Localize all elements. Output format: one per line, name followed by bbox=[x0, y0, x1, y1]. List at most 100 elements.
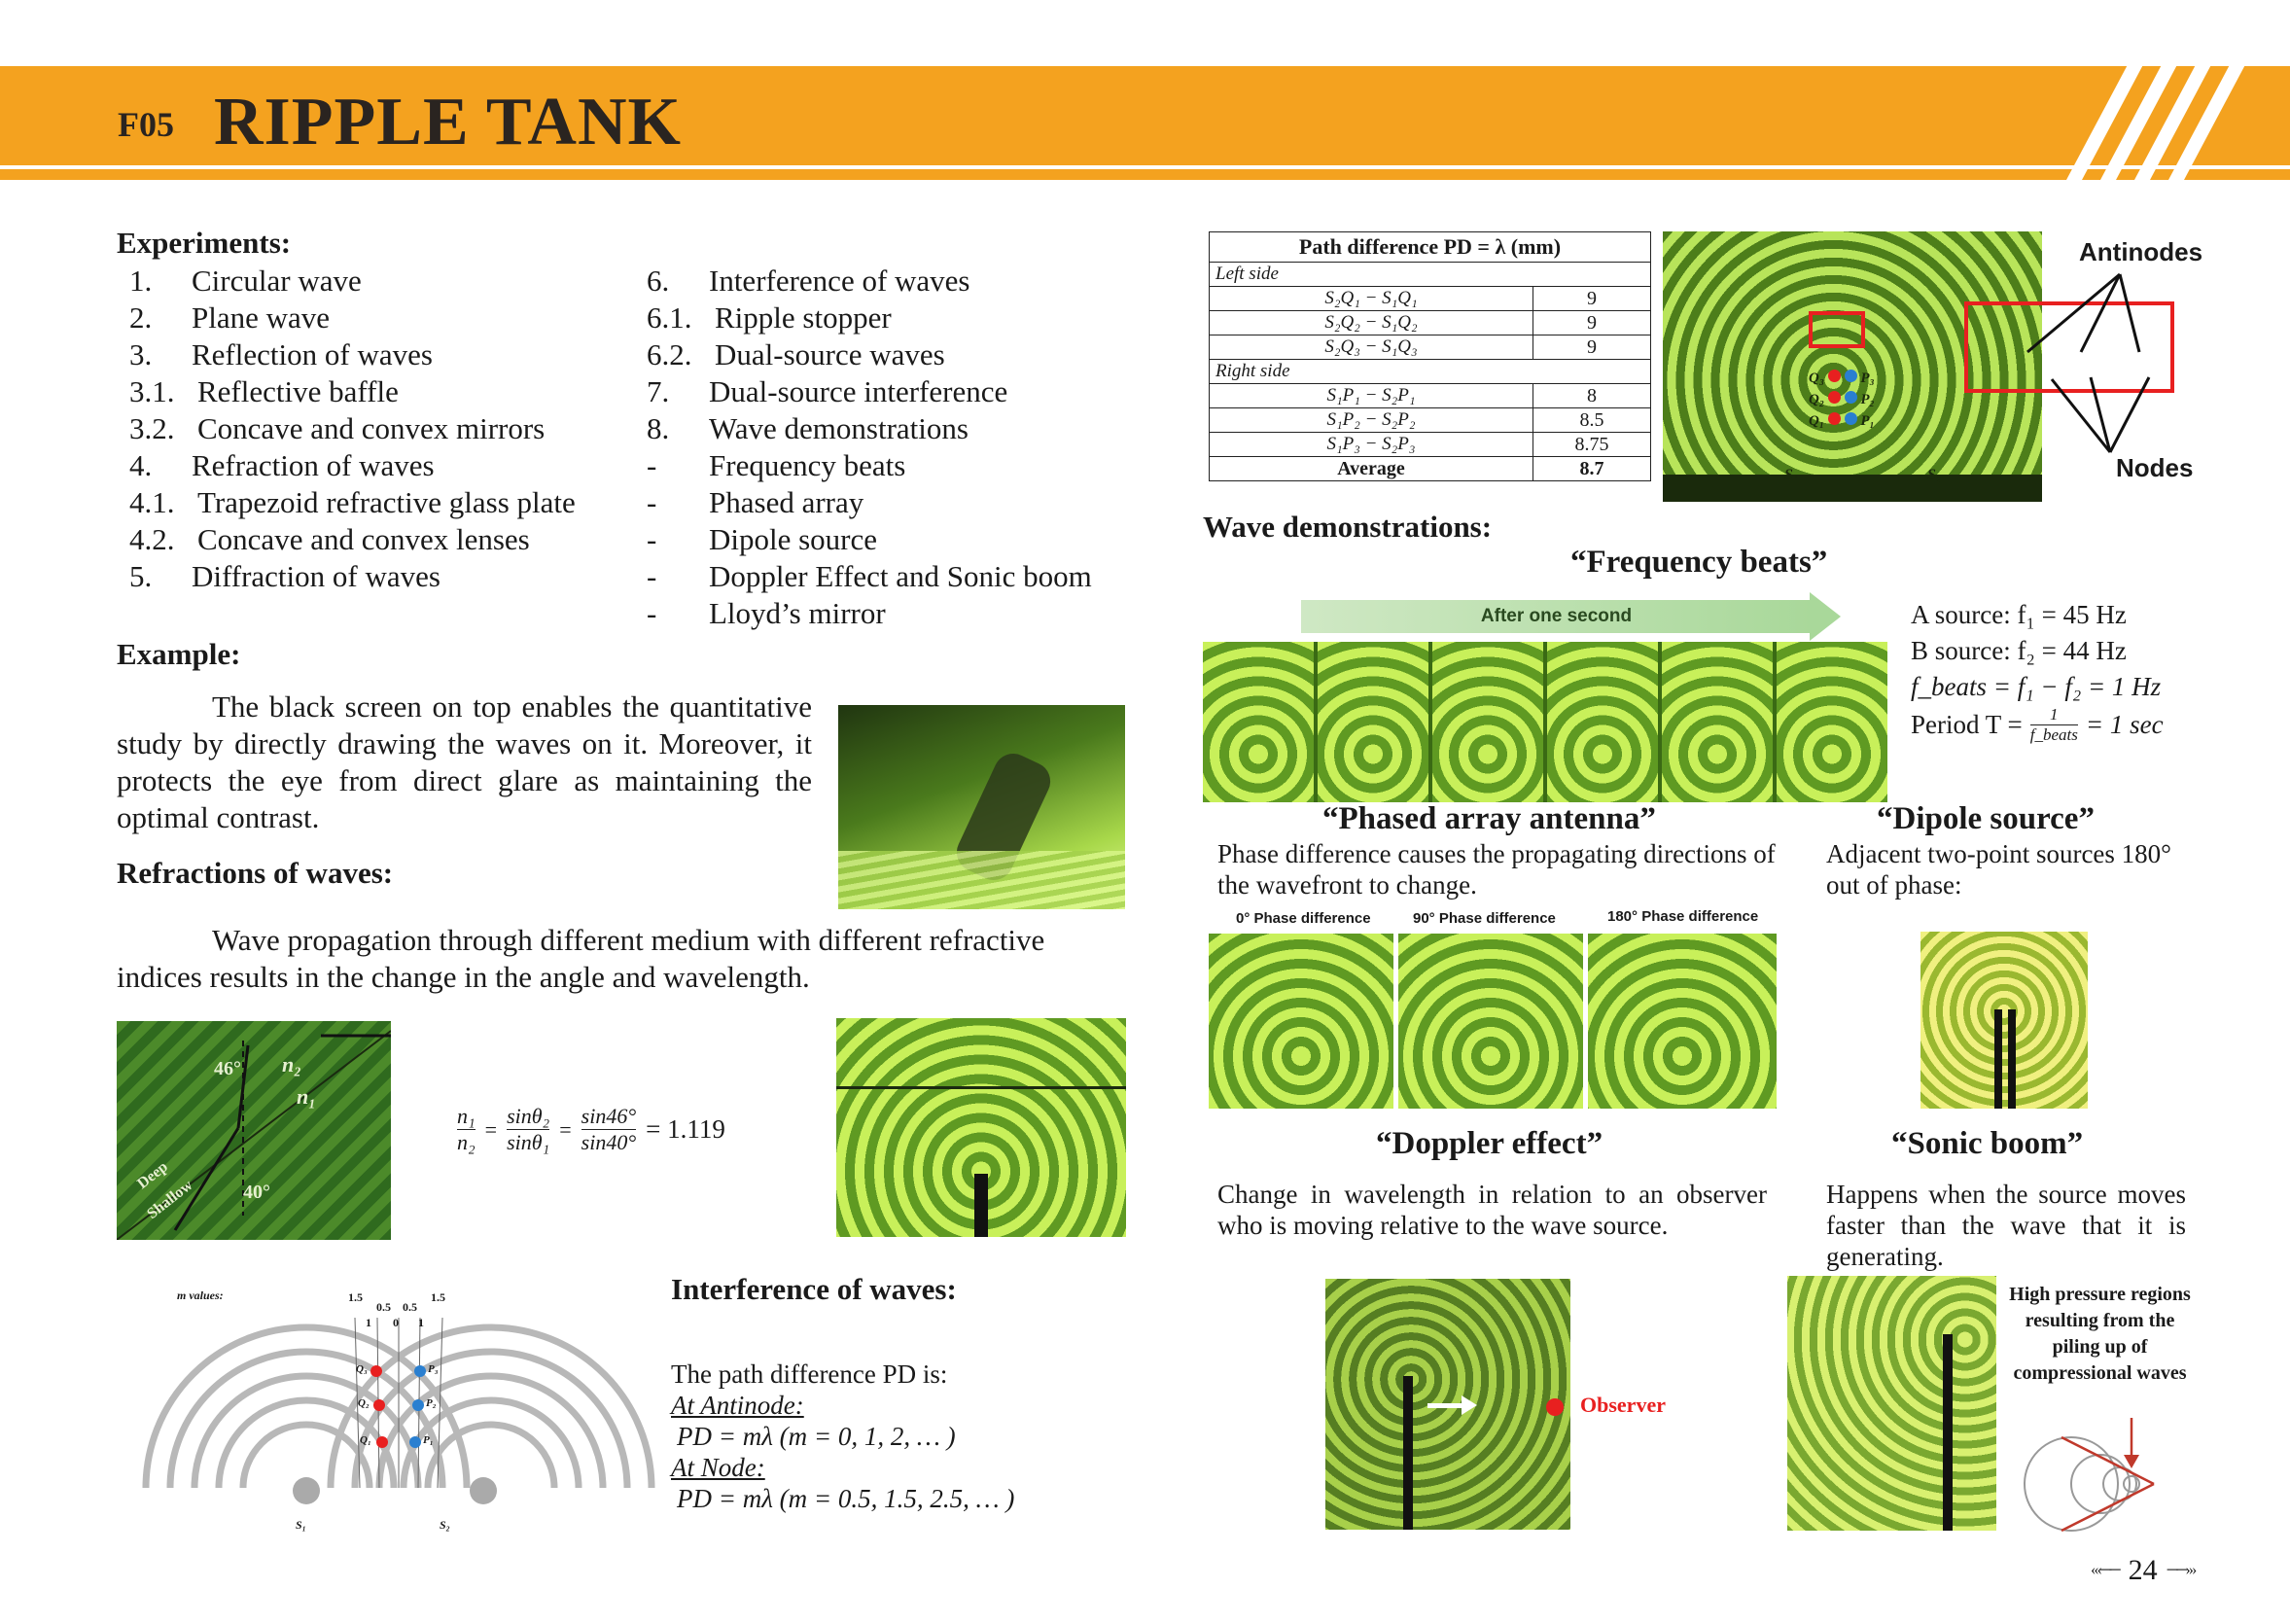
experiment-label: Concave and convex lenses bbox=[197, 522, 530, 556]
beats-period-rhs: = 1 sec bbox=[2085, 710, 2164, 739]
experiment-label: Wave demonstrations bbox=[709, 411, 969, 445]
refraction-heading: Refractions of waves: bbox=[117, 856, 394, 890]
refraction-ripple-photo bbox=[836, 1018, 1126, 1237]
beats-title: “Frequency beats” bbox=[1570, 545, 1828, 580]
experiment-number: 5. bbox=[129, 559, 153, 593]
experiment-number: 6. bbox=[647, 264, 670, 298]
doppler-text: Change in wavelength in relation to an o… bbox=[1217, 1180, 1767, 1240]
m-values-label: m values: bbox=[177, 1289, 224, 1302]
tank-q3: Q₃ bbox=[1809, 371, 1825, 386]
formula-result: = 1.119 bbox=[646, 1114, 725, 1144]
experiment-label: Concave and convex mirrors bbox=[197, 411, 546, 445]
n2-label: n₂ bbox=[282, 1052, 301, 1077]
experiment-label: Trapezoid refractive glass plate bbox=[197, 485, 576, 519]
nodes-label: Nodes bbox=[2116, 453, 2194, 482]
phase-label-90: 90° Phase difference bbox=[1413, 910, 1556, 927]
angle-40-label: 40° bbox=[243, 1182, 270, 1203]
experiment-item: 7.Dual-source interference bbox=[647, 373, 1092, 410]
node-label: At Node: bbox=[671, 1453, 765, 1482]
beats-arrow: After one second bbox=[1301, 592, 1841, 641]
pd-left-expr-1: S₂Q₁ − S₁Q₁ bbox=[1209, 286, 1533, 311]
page-ornament-left-icon: ‹‹‹── bbox=[2091, 1562, 2121, 1578]
experiment-number: 6.2. bbox=[647, 337, 692, 371]
pd-right-val-3: 8.75 bbox=[1533, 432, 1651, 457]
experiment-number: 8. bbox=[647, 411, 670, 445]
experiment-item: 4.2.Concave and convex lenses bbox=[129, 521, 576, 558]
section-code: F05 bbox=[118, 105, 174, 144]
experiment-number: - bbox=[647, 596, 657, 630]
beats-period-den: f_beats bbox=[2029, 725, 2078, 744]
m-val-4: 1.5 bbox=[431, 1290, 445, 1304]
diagram-s2: S₂ bbox=[440, 1518, 450, 1532]
tank-p3: P₃ bbox=[1860, 371, 1875, 386]
interference-heading: Interference of waves: bbox=[671, 1272, 957, 1306]
experiment-number: - bbox=[647, 485, 657, 519]
experiment-label: Phased array bbox=[709, 485, 864, 519]
experiment-label: Circular wave bbox=[192, 264, 362, 298]
m-val-7: 1 bbox=[418, 1316, 424, 1329]
experiment-number: 3. bbox=[129, 337, 153, 371]
beats-frequency: f_beats = f₁ − f₂ = 1 Hz bbox=[1911, 672, 2162, 701]
experiment-number: 1. bbox=[129, 264, 153, 298]
experiment-label: Lloyd’s mirror bbox=[709, 596, 886, 630]
experiment-label: Dipole source bbox=[709, 522, 878, 556]
big-red-box-right bbox=[1966, 301, 2174, 393]
experiment-label: Dual-source interference bbox=[709, 374, 1008, 408]
experiment-item: 1. Circular wave bbox=[129, 263, 576, 300]
phase-label-0: 0° Phase difference bbox=[1236, 910, 1371, 927]
dipole-text: Adjacent two-point sources 180° out of p… bbox=[1826, 839, 2171, 900]
experiment-item: 5.Diffraction of waves bbox=[129, 558, 576, 595]
tank-photo: Q₃ P₃ Q₂ P₂ Q₁ P₁ S₁ S₂ bbox=[1663, 231, 2042, 502]
experiment-item: -Frequency beats bbox=[647, 447, 1092, 484]
experiment-item: 4.Refraction of waves bbox=[129, 447, 576, 484]
experiment-number: 3.1. bbox=[129, 374, 175, 408]
experiment-item: 3.1. Reflective baffle bbox=[129, 373, 576, 410]
diagram-p1: P₁ bbox=[423, 1434, 434, 1446]
tank-q1: Q₁ bbox=[1809, 413, 1825, 429]
page-ornament-right-icon: ──››› bbox=[2167, 1562, 2198, 1578]
doppler-photo bbox=[1325, 1279, 1570, 1530]
pd-left-expr-2: S₂Q₂ − S₁Q₂ bbox=[1209, 310, 1533, 335]
experiment-label: Reflective baffle bbox=[197, 374, 399, 408]
beats-period-lhs: Period T = bbox=[1911, 710, 2023, 739]
m-val-2: 0.5 bbox=[376, 1300, 391, 1314]
experiment-item: - Phased array bbox=[647, 484, 1092, 521]
experiment-label: Dual-source waves bbox=[715, 337, 945, 371]
experiment-label: Refraction of waves bbox=[192, 448, 435, 482]
experiment-number: - bbox=[647, 522, 657, 556]
beats-photo-strip bbox=[1203, 642, 1887, 802]
experiment-item: 6.1.Ripple stopper bbox=[647, 300, 1092, 336]
interference-diagram: m values: 1.5 0.5 0.5 1.5 1 0 1 Q₃ Q₂ Q₁… bbox=[136, 1289, 661, 1546]
formula-sin2: sinθ₂ bbox=[507, 1104, 550, 1130]
angle-46-label: 46° bbox=[214, 1058, 241, 1079]
phase-label-180: 180° Phase difference bbox=[1607, 908, 1759, 925]
pd-left-val-3: 9 bbox=[1533, 335, 1651, 360]
diagram-q3: Q₃ bbox=[356, 1363, 368, 1375]
page-number: 24 bbox=[2128, 1554, 2158, 1586]
small-red-box bbox=[1809, 311, 1865, 348]
path-difference-table: Path difference PD = λ (mm) Left side S₂… bbox=[1209, 231, 1651, 481]
diagram-p2: P₂ bbox=[426, 1397, 437, 1409]
pd-right-expr-3: S₁P₃ − S₂P₃ bbox=[1209, 432, 1533, 457]
experiment-label: Reflection of waves bbox=[192, 337, 433, 371]
experiment-item: 3. Reflection of waves bbox=[129, 336, 576, 373]
tank-q-labels: Q₃ P₃ Q₂ P₂ Q₁ P₁ bbox=[1809, 368, 1875, 432]
experiment-number: - bbox=[647, 448, 657, 482]
pd-average-val: 8.7 bbox=[1533, 456, 1651, 481]
pd-left-expr-3: S₂Q₃ − S₁Q₃ bbox=[1209, 335, 1533, 360]
phased-photo: 0° Phase difference 90° Phase difference… bbox=[1209, 904, 1777, 1109]
tank-p1: P₁ bbox=[1860, 413, 1875, 429]
beats-period-num: 1 bbox=[2029, 705, 2078, 725]
refraction-photo: 46° n₂ n₁ 40° Deep Shallow bbox=[117, 1021, 391, 1240]
wave-demos-heading: Wave demonstrations: bbox=[1203, 510, 1493, 544]
pd-table-header: Path difference PD = λ (mm) bbox=[1209, 231, 1651, 263]
refraction-text: Wave propagation through different mediu… bbox=[117, 923, 1045, 994]
m-val-6: 0 bbox=[393, 1316, 399, 1329]
experiment-label: Interference of waves bbox=[709, 264, 970, 298]
example-text: The black screen on top enables the quan… bbox=[117, 689, 812, 834]
pd-right-val-1: 8 bbox=[1533, 383, 1651, 408]
antinode-formula: PD = mλ (m = 0, 1, 2, … ) bbox=[677, 1422, 956, 1451]
sonic-text: Happens when the source moves faster tha… bbox=[1826, 1180, 2186, 1271]
